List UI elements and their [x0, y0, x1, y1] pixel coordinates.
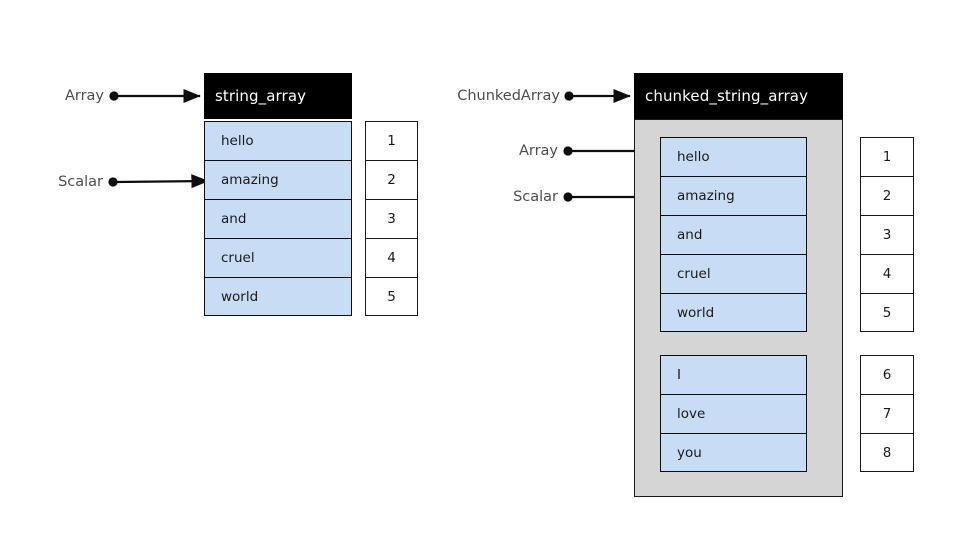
array-title-bar[interactable]: string_array [204, 73, 352, 119]
chunk-index-cell: 8 [860, 433, 914, 472]
chunk-index-cell: 1 [860, 137, 914, 176]
array-index-cell: 4 [365, 238, 418, 277]
chunk-index-cell: 7 [860, 394, 914, 433]
array-index-cell: 1 [365, 121, 418, 160]
chunk-1-index-stack: 6 7 8 [860, 355, 914, 472]
chunk-1-cell-stack: I love you [660, 355, 807, 472]
chunk-index-cell: 3 [860, 215, 914, 254]
array-cell[interactable]: hello [204, 121, 352, 160]
chunk-cell[interactable]: amazing [660, 176, 807, 215]
connector-right-chunkedarray [564, 88, 631, 104]
array-cell[interactable]: amazing [204, 160, 352, 199]
label-scalar-left: Scalar [58, 174, 103, 190]
chunk-index-cell: 4 [860, 254, 914, 293]
array-cell[interactable]: and [204, 199, 352, 238]
label-chunkedarray: ChunkedArray [457, 88, 560, 104]
label-array-right: Array [518, 143, 558, 159]
chunkedarray-title-bar[interactable]: chunked_string_array [634, 73, 843, 119]
array-index-cell: 2 [365, 160, 418, 199]
chunk-cell[interactable]: hello [660, 137, 807, 176]
chunk-index-cell: 5 [860, 293, 914, 332]
array-cell[interactable]: world [204, 277, 352, 316]
label-array-left: Array [64, 88, 104, 104]
array-index-cell: 5 [365, 277, 418, 316]
array-cell[interactable]: cruel [204, 238, 352, 277]
chunk-cell[interactable]: I [660, 355, 807, 394]
array-cell-stack: hello amazing and cruel world [204, 121, 352, 316]
chunk-index-cell: 6 [860, 355, 914, 394]
connector-left-scalar [108, 174, 209, 189]
chunk-cell[interactable]: cruel [660, 254, 807, 293]
chunk-0-cell-stack: hello amazing and cruel world [660, 137, 807, 332]
connector-left-array [109, 88, 201, 104]
chunk-index-cell: 2 [860, 176, 914, 215]
array-index-cell: 3 [365, 199, 418, 238]
chunk-cell[interactable]: love [660, 394, 807, 433]
chunk-cell[interactable]: you [660, 433, 807, 472]
chunk-0-index-stack: 1 2 3 4 5 [860, 137, 914, 332]
array-index-stack: 1 2 3 4 5 [365, 121, 418, 316]
label-scalar-right: Scalar [513, 189, 558, 205]
chunk-cell[interactable]: and [660, 215, 807, 254]
chunk-cell[interactable]: world [660, 293, 807, 332]
